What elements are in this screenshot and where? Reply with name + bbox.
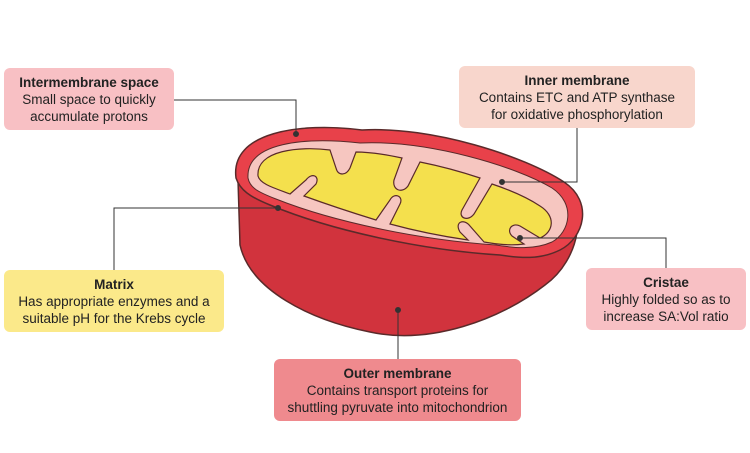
leader-cristae [520,237,667,268]
outer-membrane-desc-line-2: shuttling pyruvate into mitochondrion [287,400,508,415]
matrix-title: Matrix [94,277,134,292]
intermembrane-space-desc-line-1: Small space to quickly [22,92,156,107]
outer-membrane-title: Outer membrane [343,366,452,381]
cristae-desc-line-1: Highly folded so as to [601,292,731,307]
inner-membrane-title: Inner membrane [524,73,630,88]
cristae-label-box: Cristae Highly folded so as to increase … [586,268,746,330]
inner-membrane-desc-line-1: Contains ETC and ATP synthase [478,90,676,105]
leader-matrix-dot [275,205,281,211]
leader-inner-dot [499,179,505,185]
leader-intermembrane [174,99,297,134]
intermembrane-space-label-box: Intermembrane space Small space to quick… [4,68,174,130]
leader-lines [113,99,667,359]
inner-membrane-desc-line-2: for oxidative phosphorylation [491,107,663,122]
cristae-title: Cristae [643,275,689,290]
intermembrane-space-desc-line-2: accumulate protons [30,109,148,124]
inner-membrane-label-box: Inner membrane Contains ETC and ATP synt… [459,66,695,128]
matrix-desc-line-2: suitable pH for the Krebs cycle [22,311,206,326]
matrix-desc-line-1: Has appropriate enzymes and a [18,294,210,309]
leader-cristae-dot [517,235,523,241]
intermembrane-space-title: Intermembrane space [19,75,159,90]
leader-outer-dot [395,307,401,313]
matrix-region [257,148,552,246]
mitochondrion-body [235,126,584,337]
outer-membrane-desc-line-1: Contains transport proteins for [306,383,489,398]
matrix-label-box: Matrix Has appropriate enzymes and a sui… [4,270,224,332]
leader-matrix [113,207,278,270]
leader-inner [502,128,578,183]
leader-intermembrane-dot [293,131,299,137]
cristae-desc-line-2: increase SA:Vol ratio [603,309,729,324]
outer-membrane-label-box: Outer membrane Contains transport protei… [274,359,521,421]
